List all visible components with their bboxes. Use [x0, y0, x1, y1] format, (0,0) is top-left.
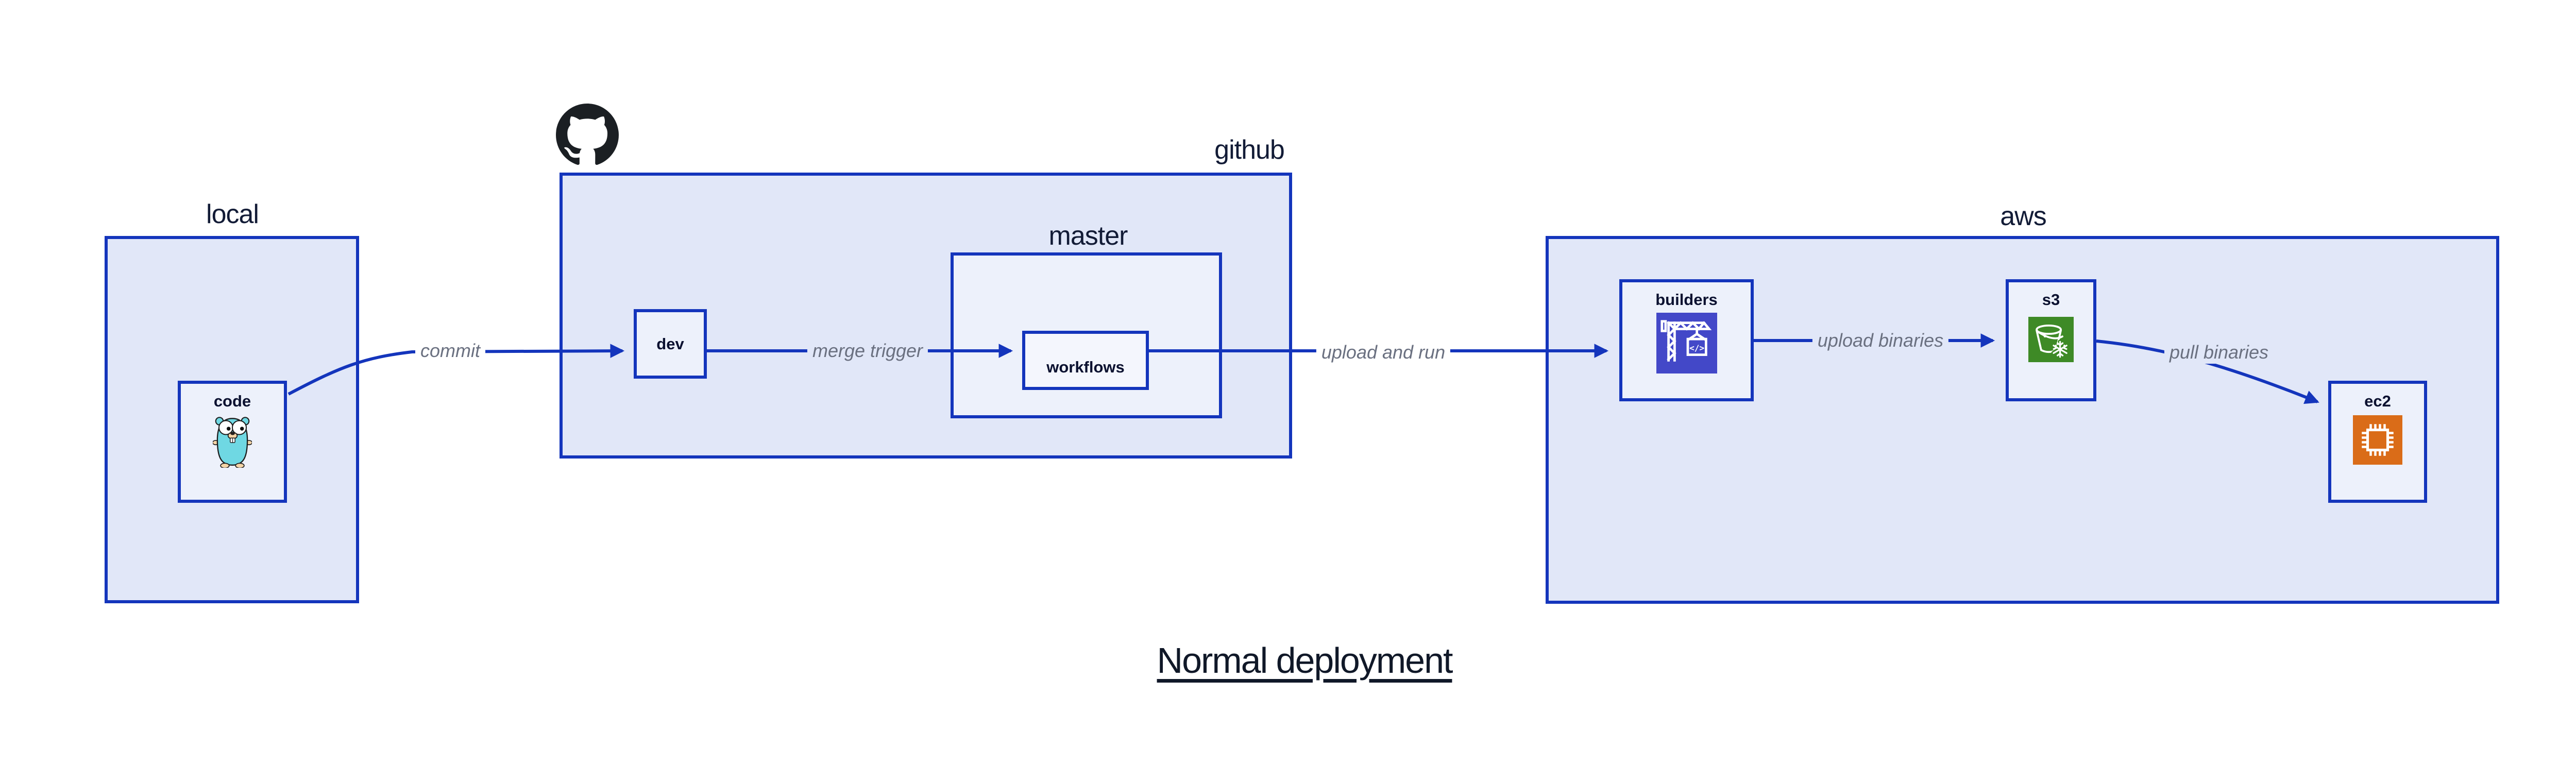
builders-node-box: builders </> [1619, 279, 1754, 401]
code-node-box: code [178, 381, 287, 503]
dev-node-box: dev [634, 309, 707, 379]
s3-node-box: s3 [2006, 279, 2096, 401]
edge-label-commit: commit [415, 339, 485, 362]
edge-label-upload-binaries: upload binaries [1812, 329, 1949, 352]
github-region-label: github [1214, 135, 1285, 165]
builders-node-label: builders [1655, 291, 1718, 309]
workflows-node-label: workflows [1046, 358, 1125, 376]
aws-region-label: aws [2000, 201, 2046, 231]
edge-commit [287, 344, 625, 396]
edge-label-merge-trigger: merge trigger [807, 339, 928, 362]
codebuild-crane-icon: </> [1656, 313, 1717, 373]
code-node-label: code [213, 392, 251, 410]
edge-label-pull-binaries: pull binaries [2164, 341, 2274, 364]
s3-node-label: s3 [2042, 291, 2060, 309]
ec2-chip-icon [2353, 415, 2402, 465]
ec2-node-label: ec2 [2364, 392, 2391, 410]
workflows-node-box: workflows [1022, 331, 1149, 390]
edge-label-upload-and-run: upload and run [1316, 341, 1451, 364]
ec2-node-box: ec2 [2328, 381, 2427, 503]
go-gopher-icon [213, 417, 252, 468]
dev-node-label: dev [656, 335, 684, 353]
diagram-title: Normal deployment [1157, 640, 1453, 681]
local-region-label: local [206, 199, 259, 229]
codebuild-code-glyph: </> [1689, 343, 1704, 353]
master-region-label: master [1048, 221, 1128, 251]
s3-glacier-bucket-icon [2028, 317, 2074, 362]
github-octocat-icon [556, 104, 619, 165]
